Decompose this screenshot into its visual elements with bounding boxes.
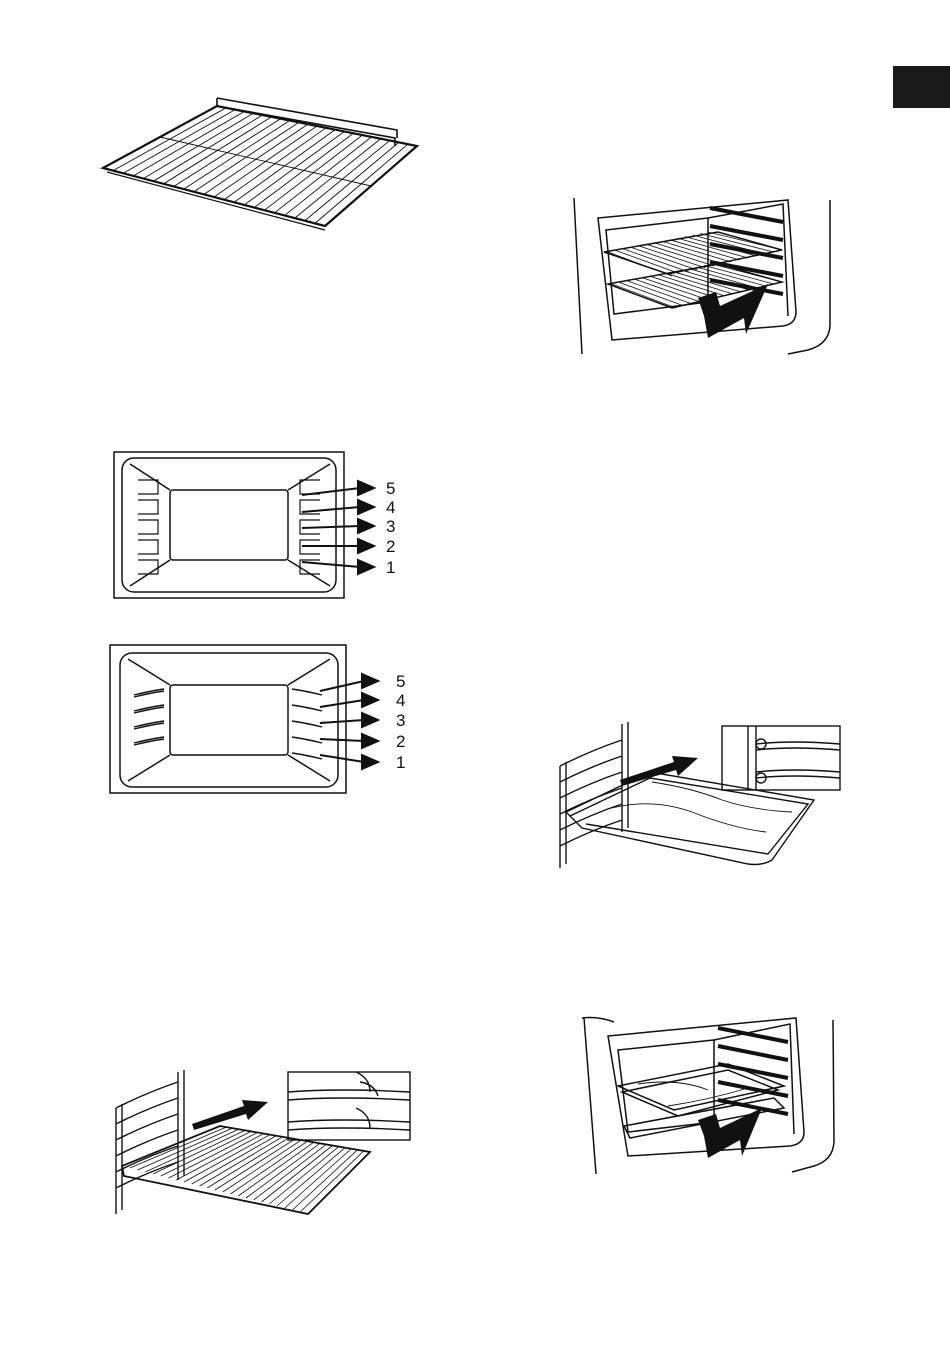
section-tab-marker xyxy=(893,66,950,108)
wire-shelf-illustration xyxy=(95,90,425,235)
oven-shelf-insertion-illustration xyxy=(568,192,838,357)
oven-tray-insertion-illustration xyxy=(578,1014,840,1176)
shelf-level-label: 5 xyxy=(396,672,405,691)
wire-shelf-rails-illustration xyxy=(108,1068,413,1218)
shelf-level-label: 5 xyxy=(386,479,395,498)
shelf-level-label: 1 xyxy=(386,558,395,577)
shelf-level-label: 2 xyxy=(396,732,405,751)
shelf-level-label: 4 xyxy=(386,498,395,517)
shelf-levels-diagram-b: 5 4 3 2 1 xyxy=(108,643,418,795)
shelf-level-label: 3 xyxy=(396,711,405,730)
shelf-levels-diagram-a: 5 4 3 2 1 xyxy=(112,450,412,600)
baking-tray-rails-illustration xyxy=(552,720,842,880)
shelf-level-label: 2 xyxy=(386,537,395,556)
shelf-level-label: 1 xyxy=(396,753,405,772)
shelf-level-label: 3 xyxy=(386,517,395,536)
shelf-level-label: 4 xyxy=(396,691,405,710)
